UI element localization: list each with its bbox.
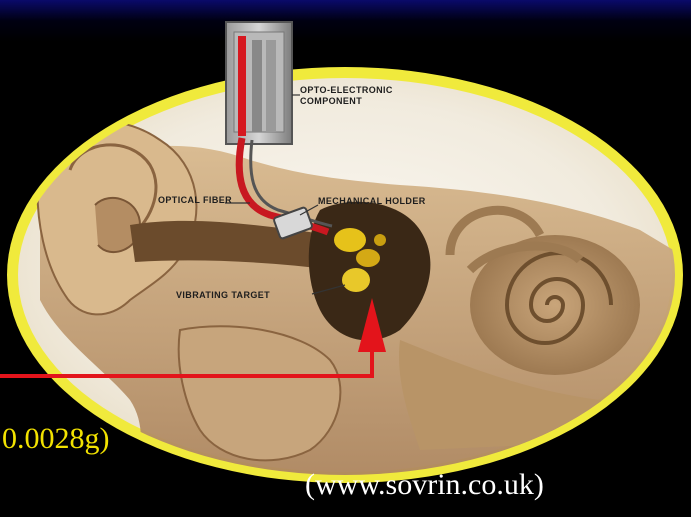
opto-electronic-component	[226, 22, 292, 144]
callout-opto-electronic-line1: OPTO-ELECTRONIC	[300, 85, 393, 95]
callout-opto-electronic-line2: COMPONENT	[300, 96, 362, 106]
callout-optical-fiber: OPTICAL FIBER	[158, 195, 232, 205]
source-caption: (www.sovrin.co.uk)	[305, 468, 544, 502]
mass-caption: 0.0028g)	[2, 422, 110, 456]
callout-vibrating-target: VIBRATING TARGET	[176, 290, 270, 300]
callout-mechanical-holder: MECHANICAL HOLDER	[318, 196, 426, 206]
